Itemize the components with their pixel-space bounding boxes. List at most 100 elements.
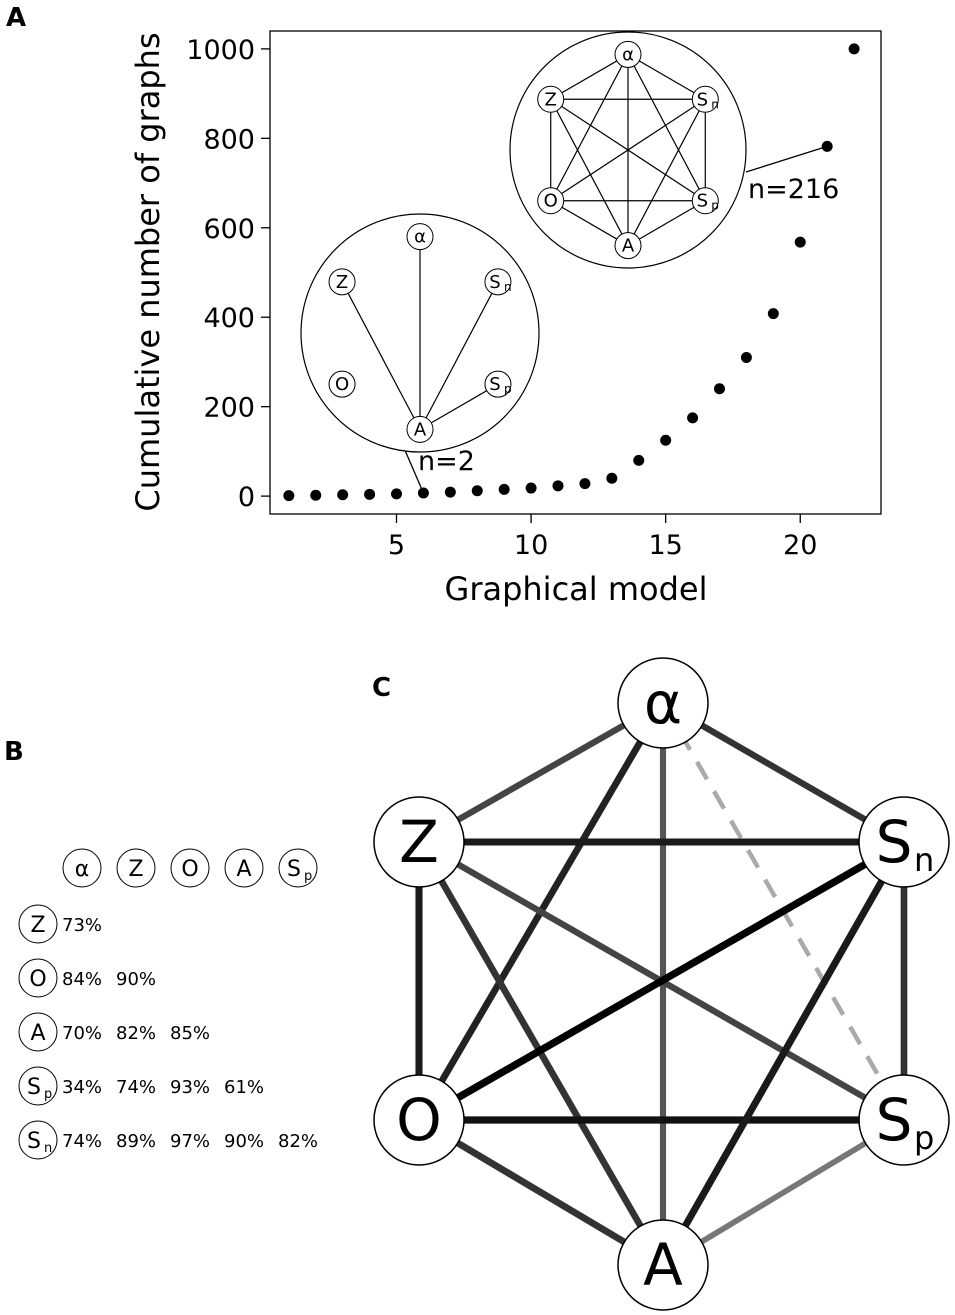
- inset-node: α: [614, 40, 642, 68]
- matrix-node-label: α: [75, 857, 90, 882]
- inset-node-label: S: [697, 89, 708, 110]
- matrix-node-circle: [18, 1012, 58, 1052]
- matrix-column-header: Z: [116, 848, 156, 888]
- x-tick-label: 10: [514, 530, 548, 561]
- matrix-node-circle: [18, 1066, 58, 1106]
- matrix-node-label: Z: [30, 913, 45, 938]
- data-point: [821, 140, 833, 152]
- matrix-node-circle: [278, 848, 318, 888]
- inset-node: α: [406, 223, 434, 251]
- network-node-label: α: [644, 669, 682, 737]
- matrix-cell: 93%: [170, 1077, 210, 1098]
- matrix-column-header: O: [170, 848, 210, 888]
- inset-node-label: α: [414, 227, 426, 248]
- matrix-node-label: A: [236, 857, 251, 882]
- matrix-cell: 74%: [62, 1131, 102, 1152]
- inset-node-circle: [537, 85, 565, 113]
- matrix-cell: 82%: [278, 1131, 318, 1152]
- data-point: [740, 351, 752, 363]
- network-edge-alpha-Sn: [661, 700, 906, 845]
- y-axis-label: Cumulative number of graphs: [129, 32, 167, 511]
- matrix-node-circle: [224, 848, 264, 888]
- matrix-node-circle: [170, 848, 210, 888]
- network-node-Z: Z: [373, 796, 465, 888]
- matrix-node-subscript: p: [44, 1087, 52, 1102]
- network-node-label: A: [643, 1231, 683, 1299]
- inset-node-circle: [537, 187, 565, 215]
- matrix-cell: 85%: [170, 1023, 210, 1044]
- network-node-alpha: α: [617, 657, 709, 749]
- matrix-cell: 61%: [224, 1077, 264, 1098]
- data-point: [337, 489, 349, 501]
- y-tick-label: 400: [203, 303, 255, 334]
- data-point: [391, 488, 403, 500]
- matrix-node-label: A: [30, 1021, 45, 1046]
- network-node-circle: [373, 1074, 465, 1166]
- network-edge-alpha-Z: [417, 700, 665, 845]
- matrix-node-circle: [62, 848, 102, 888]
- matrix-cell: 97%: [170, 1131, 210, 1152]
- matrix-node-label: S: [27, 1075, 41, 1100]
- matrix-node-label: O: [29, 967, 46, 992]
- data-point: [471, 485, 483, 497]
- inset-edge: [550, 98, 629, 246]
- inset-node-circle: [691, 85, 719, 113]
- inset-node-label: O: [335, 374, 349, 395]
- inset-node-label: O: [544, 191, 558, 212]
- panel-label-c: C: [372, 673, 391, 703]
- network-node-A: A: [617, 1219, 709, 1311]
- data-point: [552, 480, 564, 492]
- inset-node: A: [614, 232, 642, 260]
- network-node-label: S: [876, 1086, 913, 1154]
- data-point: [525, 482, 537, 494]
- x-tick-label: 15: [648, 530, 682, 561]
- matrix-cell: 89%: [116, 1131, 156, 1152]
- network-node-label: O: [396, 1086, 442, 1154]
- network-node-O: O: [373, 1074, 465, 1166]
- network-edge-O-A: [417, 1117, 665, 1268]
- annotation-leader-n216: [745, 145, 828, 173]
- matrix-node-label: S: [287, 857, 301, 882]
- network-edges: [415, 700, 908, 1268]
- inset-edge: [419, 281, 499, 430]
- y-tick-label: 0: [238, 482, 255, 513]
- network-node-circle: [617, 657, 709, 749]
- y-tick-label: 800: [203, 124, 255, 155]
- network-edge-O-Sn: [417, 838, 906, 1124]
- matrix-cell: 90%: [116, 969, 156, 990]
- network-node-circle: [858, 1074, 950, 1166]
- inset-node-subscript: p: [711, 199, 719, 213]
- inset-edge: [550, 98, 706, 202]
- inset-node-label: Z: [336, 272, 348, 293]
- y-tick-label: 200: [203, 393, 255, 424]
- network-node-circle: [617, 1219, 709, 1311]
- data-point: [417, 487, 429, 499]
- inset-edge: [341, 281, 421, 430]
- inset-node-subscript: p: [504, 382, 512, 396]
- matrix-node-circle: [116, 848, 156, 888]
- y-tick-label: 1000: [186, 35, 255, 66]
- inset-edge: [550, 200, 629, 247]
- inset-node-circle: [406, 223, 434, 251]
- data-point: [633, 454, 645, 466]
- inset-node-circle: [484, 370, 512, 398]
- inset-edge: [627, 200, 706, 247]
- matrix-cell: 82%: [116, 1023, 156, 1044]
- matrix-node-circle: [18, 1120, 58, 1160]
